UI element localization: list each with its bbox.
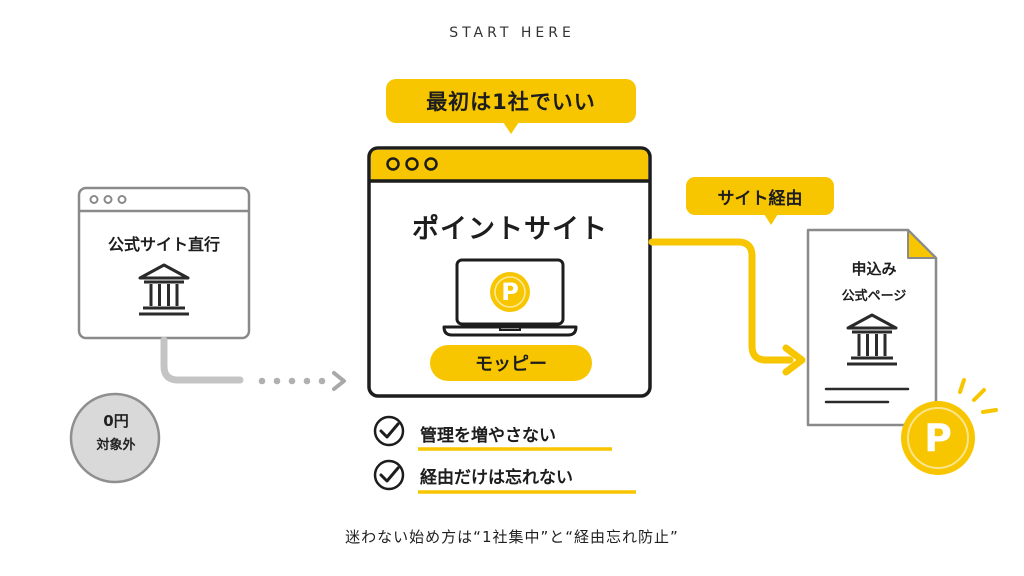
bank-icon (138, 263, 190, 316)
destination-line2: 公式ページ (841, 288, 907, 304)
destination-line1: 申込み (851, 259, 897, 278)
excluded-amount: 0円 (103, 411, 129, 430)
excluded-badge (69, 392, 161, 484)
checklist-item: 経由だけは忘れない (420, 468, 573, 488)
direct-site-label: 公式サイト直行 (107, 235, 220, 254)
caption: 迷わない始め方は“1社集中”と“経由忘れ防止” (345, 528, 679, 546)
check-circle-icon (373, 459, 405, 491)
route-connector (648, 238, 794, 364)
checklist-item: 管理を増やさない (420, 426, 556, 446)
route-bubble-label: サイト経由 (717, 188, 803, 209)
moppy-label: モッピー (475, 354, 547, 375)
check-circle-icon (373, 415, 405, 447)
point-site-title: ポイントサイト (412, 213, 608, 245)
sparkle-icon (958, 378, 998, 414)
direct-connector (160, 336, 346, 391)
page-title: START HERE (449, 25, 575, 41)
svg-text:P: P (924, 416, 952, 460)
direct-site-window (77, 186, 251, 340)
point-coin-small (490, 272, 530, 312)
bubble-top-label: 最初は1社でいい (426, 90, 596, 114)
point-coin-icon: P (901, 401, 975, 475)
excluded-label: 対象外 (96, 437, 136, 453)
coin-symbol: P (501, 278, 519, 306)
bubble-top-shape (386, 79, 636, 134)
moppy-pill (430, 345, 592, 381)
route-bubble-shape (686, 177, 834, 225)
route-arrowhead (782, 344, 806, 376)
destination-bank-icon (846, 313, 898, 366)
